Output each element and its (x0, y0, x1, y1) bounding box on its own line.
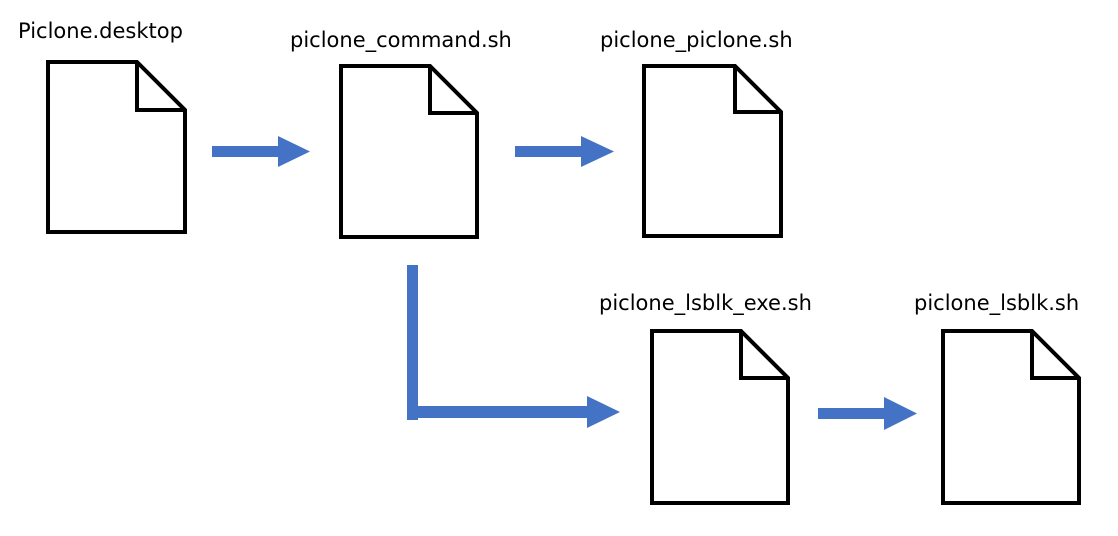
file-label-desktop: Piclone.desktop (18, 19, 183, 43)
file-label-lsblk-exe: piclone_lsblk_exe.sh (599, 291, 812, 315)
document-icon-lsblk (941, 329, 1081, 505)
document-icon-desktop (46, 60, 187, 234)
arrow-lsblk-exe-to-lsblk (818, 397, 917, 430)
file-label-piclone: piclone_piclone.sh (600, 28, 793, 52)
arrow-command-to-piclone (515, 136, 614, 167)
document-icon-command (339, 64, 479, 239)
document-icon-piclone (642, 64, 783, 238)
arrow-command-to-lsblk-exe (407, 265, 620, 428)
file-label-lsblk: piclone_lsblk.sh (914, 291, 1080, 315)
file-label-command: piclone_command.sh (290, 28, 512, 52)
arrow-desktop-to-command (212, 136, 310, 167)
document-icon-lsblk-exe (650, 329, 790, 505)
